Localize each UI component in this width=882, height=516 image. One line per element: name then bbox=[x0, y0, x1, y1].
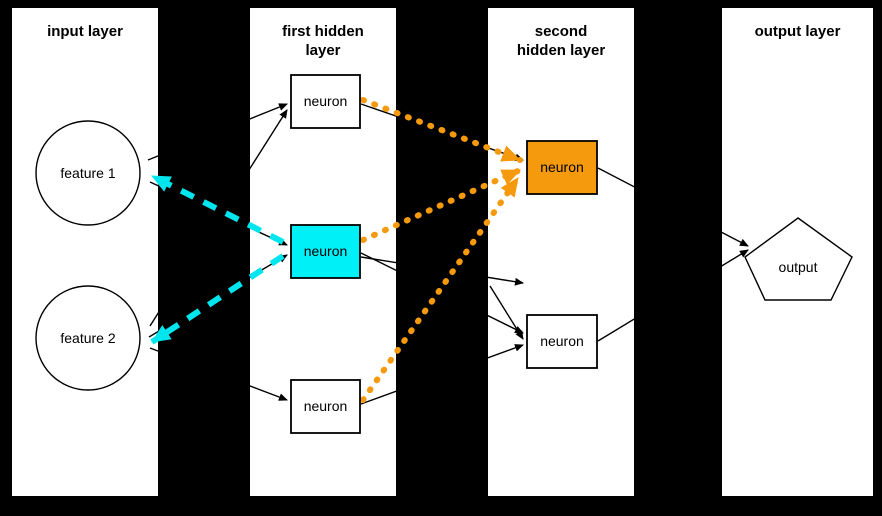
panel-output-layer bbox=[722, 8, 873, 496]
title-output-layer-line1: output layer bbox=[754, 23, 841, 40]
panel-input-layer bbox=[12, 8, 158, 496]
title-first-hidden-layer: first hidden layer bbox=[250, 22, 396, 60]
title-second-hidden-line1: second bbox=[534, 23, 588, 40]
panel-first-hidden-layer bbox=[250, 8, 396, 496]
title-output-layer: output layer bbox=[722, 22, 873, 41]
title-input-layer: input layer bbox=[12, 22, 158, 41]
title-second-hidden-line2: hidden layer bbox=[516, 42, 606, 59]
title-second-hidden-layer: second hidden layer bbox=[488, 22, 634, 60]
panel-second-hidden-layer bbox=[488, 8, 634, 496]
title-input-layer-line1: input layer bbox=[47, 23, 123, 40]
title-first-hidden-line2: layer bbox=[305, 42, 341, 59]
title-first-hidden-line1: first hidden bbox=[282, 23, 364, 40]
